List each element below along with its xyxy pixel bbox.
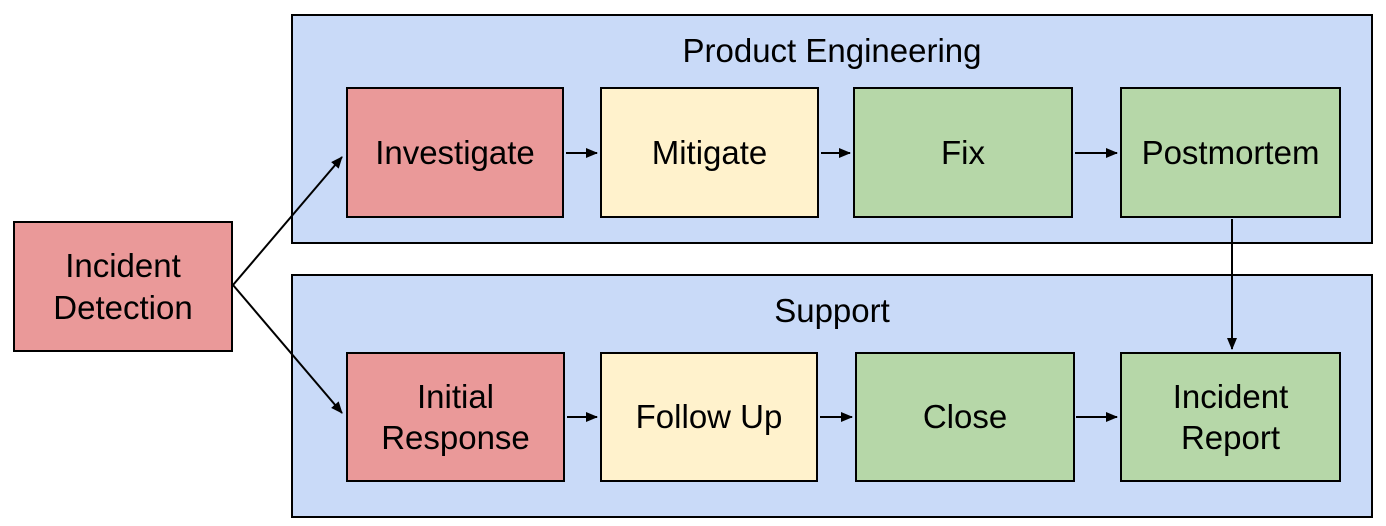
lane-title-product-engineering: Product Engineering (682, 32, 982, 69)
node-mitigate: Mitigate (600, 87, 819, 218)
node-label-initial-response: Initial Response (381, 377, 530, 456)
lane-support: Support Initial Response Follow Up Close… (291, 274, 1373, 518)
lane-title-support: Support (774, 292, 890, 329)
node-label-incident-detection: Incident Detection (53, 247, 193, 326)
node-label-incident-report: Incident Report (1172, 377, 1289, 456)
node-initial-response: Initial Response (346, 352, 565, 482)
node-label-mitigate: Mitigate (651, 133, 768, 171)
node-label-follow-up: Follow Up (635, 398, 783, 436)
node-label-fix: Fix (941, 133, 985, 171)
node-incident-report: Incident Report (1120, 352, 1341, 482)
lane-product-engineering: Product Engineering Investigate Mitigate… (291, 14, 1373, 244)
node-close: Close (855, 352, 1075, 482)
node-follow-up: Follow Up (600, 352, 818, 482)
node-investigate: Investigate (346, 87, 564, 218)
node-label-postmortem: Postmortem (1141, 133, 1320, 171)
node-incident-detection: Incident Detection (13, 221, 233, 352)
node-label-investigate: Investigate (375, 133, 535, 171)
node-label-close: Close (922, 398, 1008, 436)
node-postmortem: Postmortem (1120, 87, 1341, 218)
node-fix: Fix (853, 87, 1073, 218)
